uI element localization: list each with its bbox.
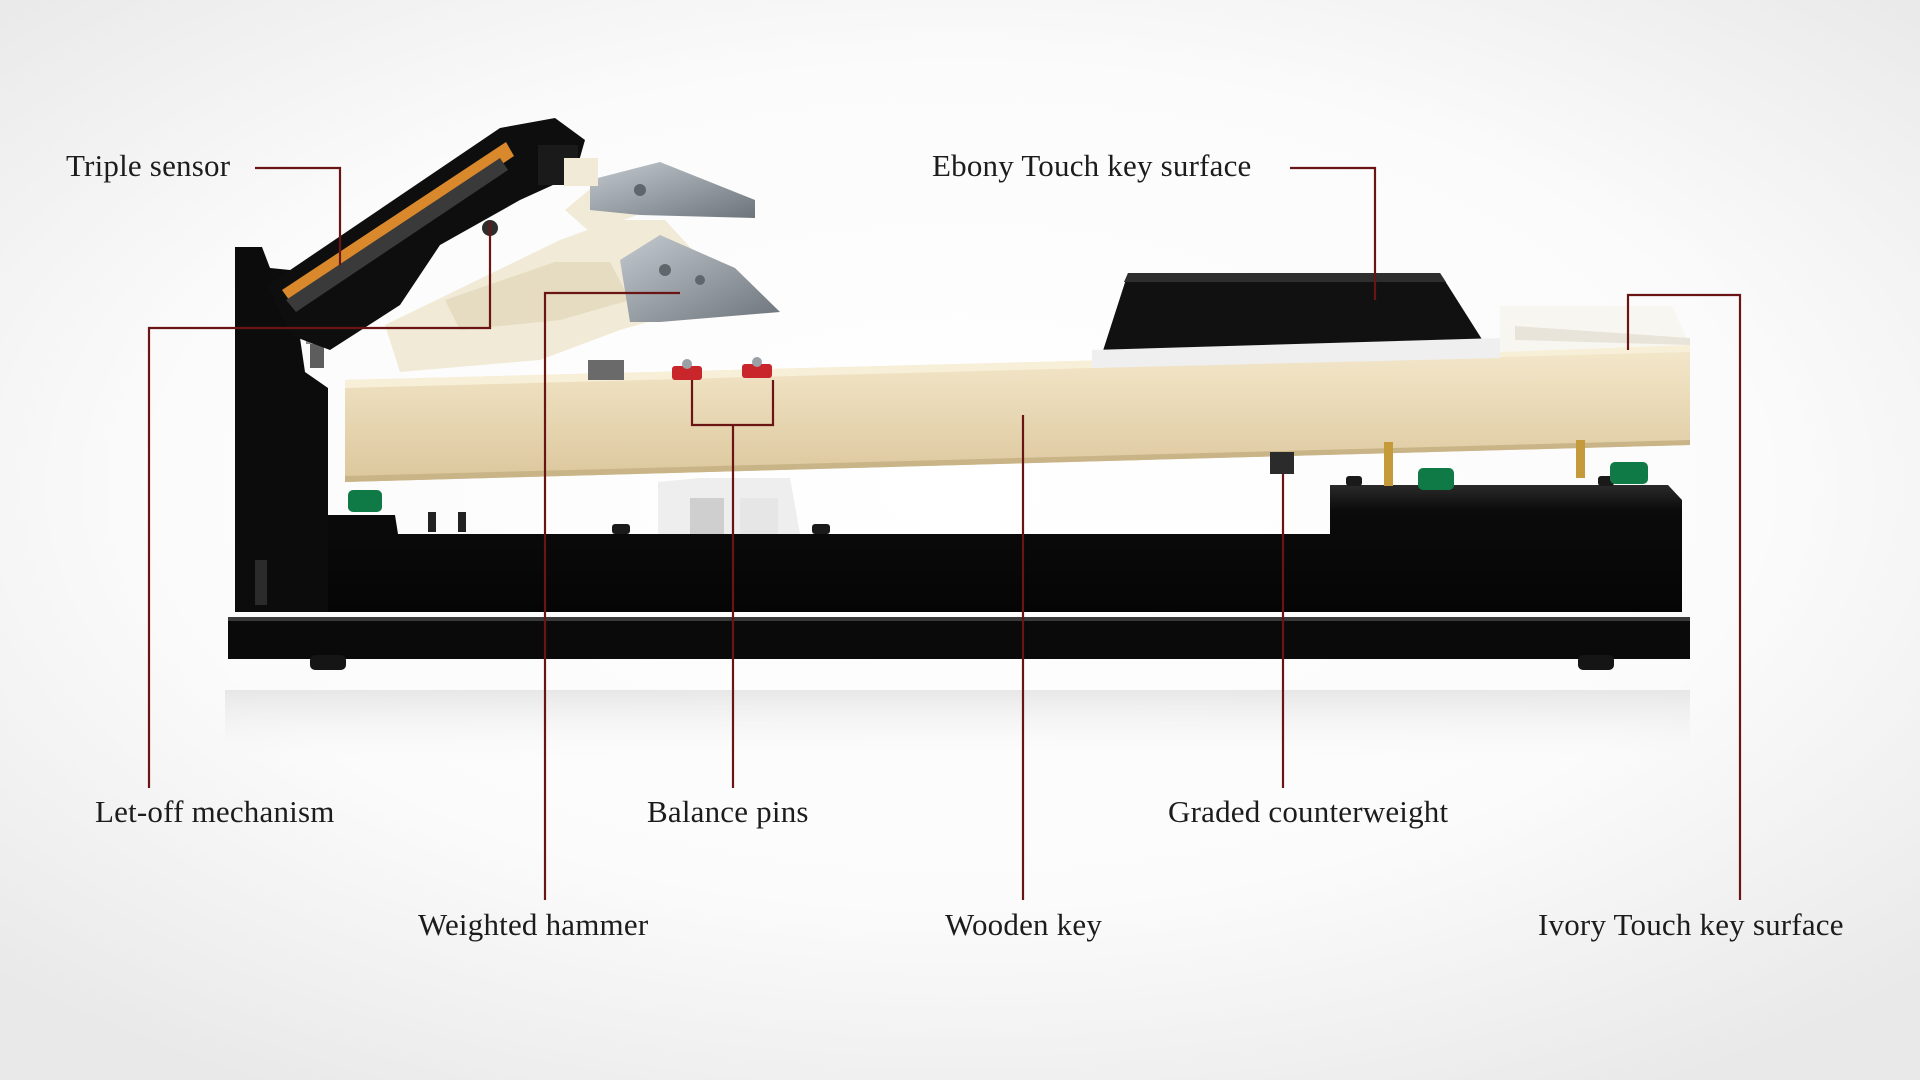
balance-pin-parts — [672, 357, 772, 380]
leader-ebony-touch — [1290, 166, 1377, 300]
label-wooden-key: Wooden key — [945, 907, 1103, 942]
label-ebony-touch: Ebony Touch key surface — [932, 148, 1252, 183]
guide-pins — [1384, 440, 1585, 486]
leader-let-off — [147, 222, 492, 788]
leader-lines — [147, 166, 1742, 900]
floor-reflection — [225, 690, 1690, 770]
hammer-rest-pad — [588, 360, 624, 380]
leader-weighted-hammer — [543, 291, 680, 900]
label-graded-counterweight: Graded counterweight — [1168, 794, 1449, 829]
counterweight-part — [1270, 452, 1294, 474]
label-ivory-touch: Ivory Touch key surface — [1538, 907, 1844, 942]
label-balance-pins: Balance pins — [647, 794, 809, 829]
label-weighted-hammer: Weighted hammer — [418, 907, 649, 942]
felt-pads — [348, 462, 1648, 512]
label-triple-sensor: Triple sensor — [66, 148, 231, 183]
key-frame-base — [228, 476, 1690, 670]
weighted-hammer-part — [385, 162, 780, 372]
ebony-key-surface — [1092, 273, 1500, 368]
leader-triple-sensor — [255, 166, 342, 265]
label-let-off: Let-off mechanism — [95, 794, 335, 829]
leader-ivory-touch — [1626, 293, 1742, 900]
key-support — [658, 478, 800, 534]
